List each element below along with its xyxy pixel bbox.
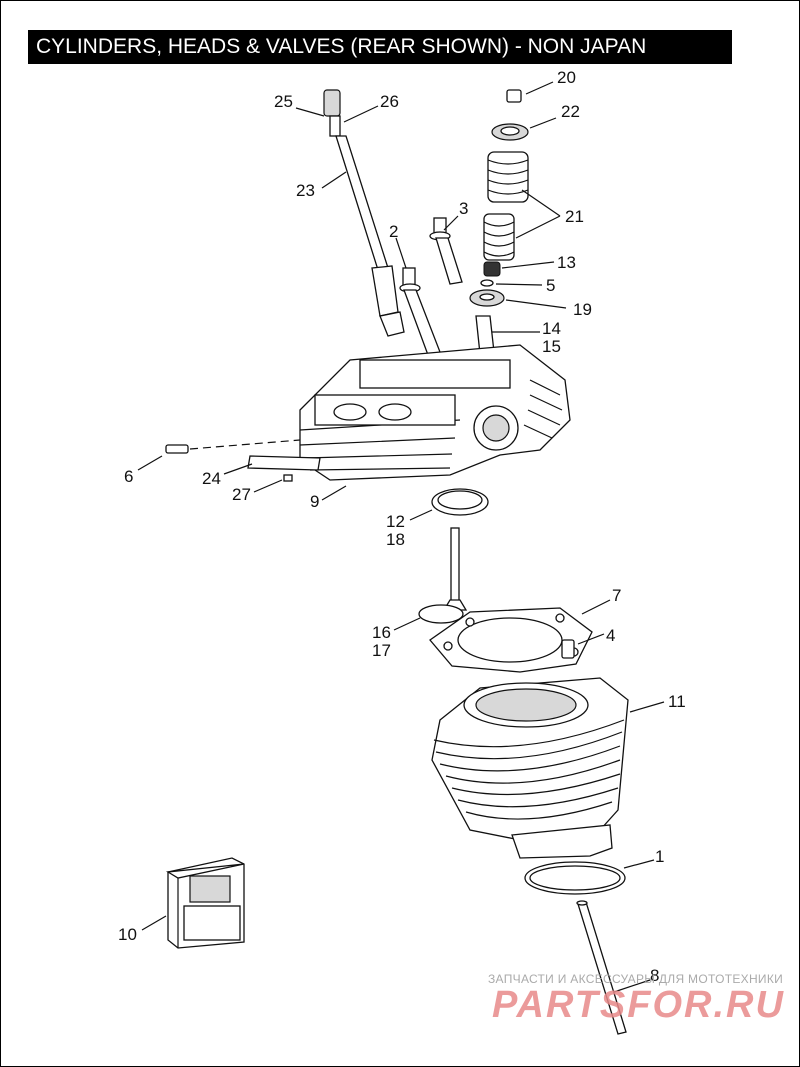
callout-18: 18 [386,530,405,549]
part-7-gasket [429,607,593,673]
part-21-springs [483,151,529,261]
callout-22: 22 [561,102,580,121]
callout-2: 2 [389,222,398,241]
callout-13: 13 [557,253,576,272]
callout-10: 10 [118,925,137,944]
part-25-cap [323,89,341,117]
callout-25: 25 [274,92,293,111]
callout-3: 3 [459,199,468,218]
callout-9: 9 [310,492,319,511]
callout-5: 5 [546,276,555,295]
part-2-rod [399,267,441,356]
part-10-kit-box [165,857,245,949]
part-pushrod-tube [323,89,405,337]
part-6-spring [165,444,189,454]
callout-15: 15 [542,337,561,356]
callout-24: 24 [202,469,221,488]
callout-12: 12 [386,512,405,531]
brand-emblem-icon [189,875,231,903]
callout-4: 4 [606,626,615,645]
watermark-logo: PARTSFOR.RU [492,984,785,1026]
part-24-plate [247,455,321,471]
part-9-cylinder-head [299,344,571,481]
callout-8: 8 [650,966,659,985]
part-5-ring [480,279,494,287]
callout-27: 27 [232,485,251,504]
callout-17: 17 [372,641,391,660]
part-16-valve [418,527,468,624]
part-27-screw [283,474,293,482]
callout-23: 23 [296,181,315,200]
watermark-tagline: ЗАПЧАСТИ И АКСЕССУАРЫ ДЛЯ МОТОТЕХНИКИ [488,972,784,986]
callout-labels: 1 2 3 4 5 6 7 8 9 10 11 12 13 14 15 16 1… [118,68,686,985]
part-8-stud [576,900,627,1035]
part-23-tube [335,135,389,271]
callout-20: 20 [557,68,576,87]
callout-7: 7 [612,586,621,605]
callout-leaders [137,81,665,993]
callout-11: 11 [668,692,686,711]
callout-16: 16 [372,623,391,642]
part-13-seal [483,261,501,277]
page-title: CYLINDERS, HEADS & VALVES (REAR SHOWN) -… [28,30,732,64]
part-3-rod [429,217,463,285]
callout-26: 26 [380,92,399,111]
callout-21: 21 [565,207,584,226]
callout-6: 6 [124,467,133,486]
callout-1: 1 [655,847,664,866]
part-20-keeper [506,89,522,103]
part-26-clip [329,115,341,137]
callout-14: 14 [542,319,561,338]
callout-19: 19 [573,300,592,319]
part-11-cylinder [431,677,629,859]
part-4-dowel [561,639,575,659]
